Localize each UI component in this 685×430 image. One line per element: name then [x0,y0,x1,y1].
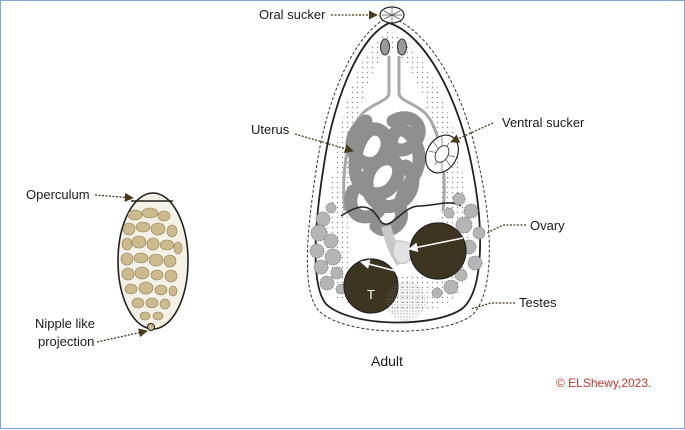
label-adult: Adult [371,353,403,369]
testis-right [410,223,466,279]
label-testes: Testes [519,295,557,310]
label-nipple-line2: projection [38,334,94,349]
nipple-projection [148,324,155,331]
label-nipple-line1: Nipple like [35,316,95,331]
adult-fluke: T [307,7,489,331]
label-operculum: Operculum [26,187,90,202]
pharynx-left [381,39,390,55]
egg [118,193,188,331]
posterior-stipple [386,281,426,321]
testis-mark: T [367,287,375,302]
label-ventral-sucker: Ventral sucker [502,115,585,130]
label-ovary: Ovary [530,218,565,233]
label-uterus: Uterus [251,122,290,137]
copyright-text: © ELShewy,2023. [556,376,651,390]
label-oral-sucker: Oral sucker [259,7,326,22]
oral-sucker [380,7,404,23]
pharynx-right [398,39,407,55]
